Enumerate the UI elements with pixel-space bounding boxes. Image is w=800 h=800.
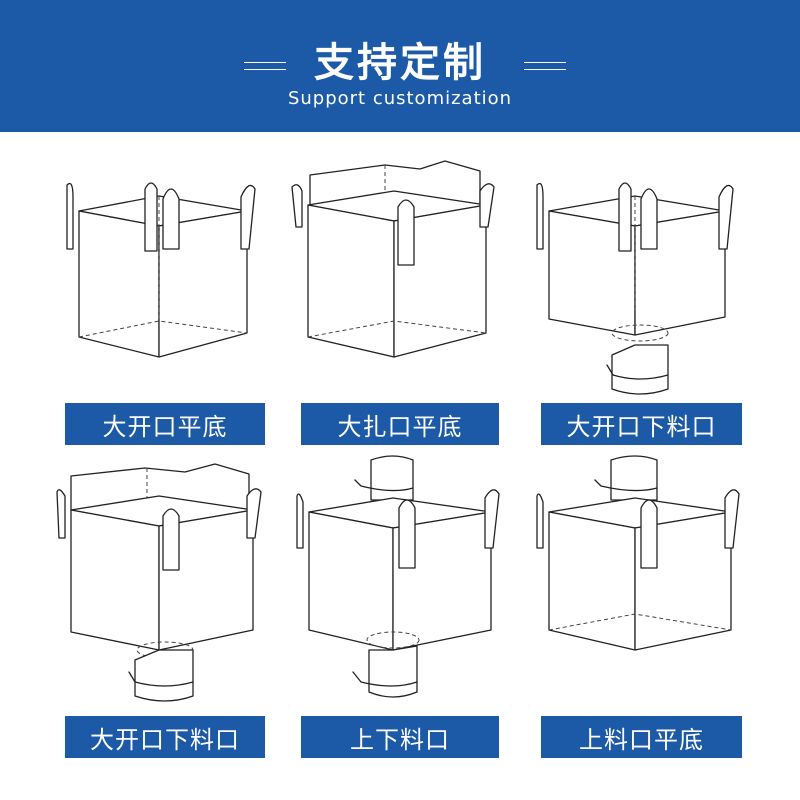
bag-illustration-open-top-spout-bottom xyxy=(535,165,755,395)
product-label: 大开口平底 xyxy=(65,403,265,445)
title-decoration-left xyxy=(244,62,286,72)
bag-illustration-duffle-top-flat-bottom xyxy=(290,155,510,390)
bag-illustration-spout-top-spout-bottom xyxy=(295,450,505,710)
bag-illustration-spout-top-flat-bottom xyxy=(535,450,755,700)
title-decoration-right xyxy=(524,62,566,72)
product-label: 大开口下料口 xyxy=(541,403,742,445)
product-label: 大扎口平底 xyxy=(301,403,499,445)
product-label: 上料口平底 xyxy=(541,716,742,758)
page-subtitle: Support customization xyxy=(287,88,513,109)
product-label: 上下料口 xyxy=(301,716,499,758)
header-banner: 支持定制 Support customization xyxy=(0,0,800,132)
page-title: 支持定制 xyxy=(314,40,486,86)
bag-illustration-duffle-top-spout-bottom xyxy=(55,460,275,705)
bag-illustration-open-top-flat-bottom xyxy=(55,165,275,390)
product-label: 大开口下料口 xyxy=(65,716,265,758)
